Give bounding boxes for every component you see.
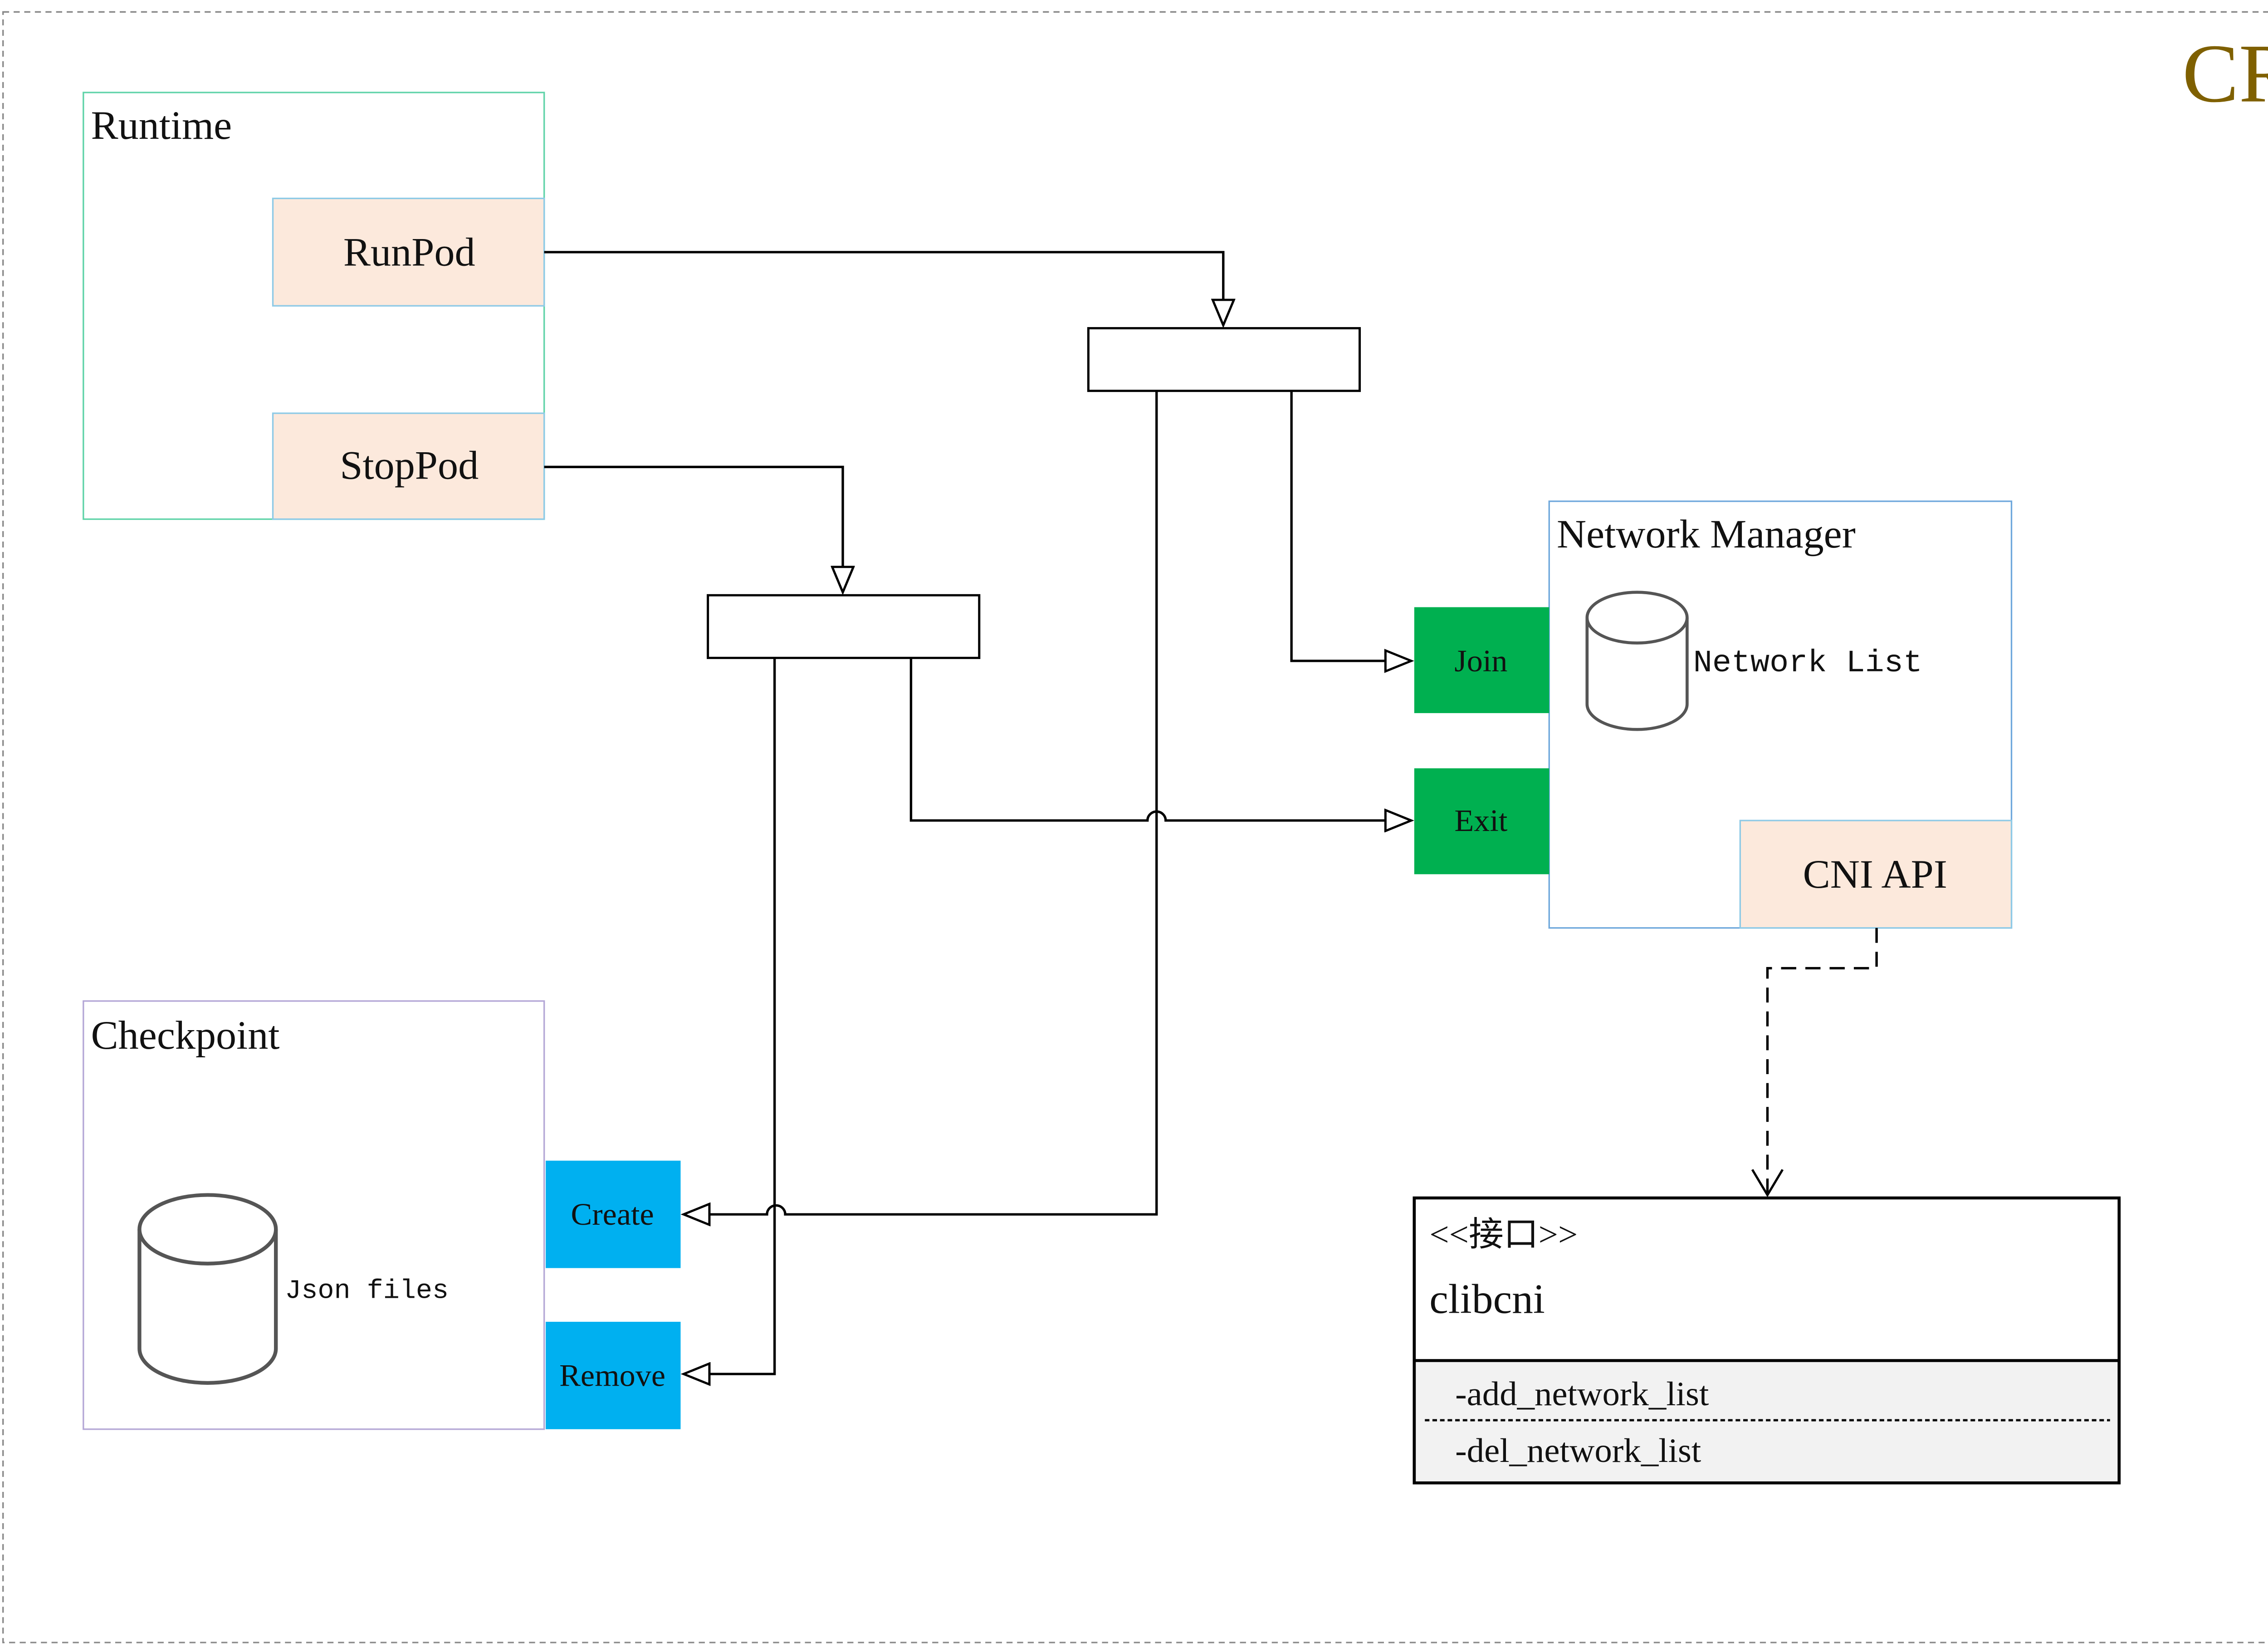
exit-port — [1414, 768, 1549, 875]
join-port — [1414, 607, 1549, 714]
remove-connector — [684, 658, 776, 1374]
join-connector — [1290, 391, 1411, 661]
remove-label: Remove — [559, 1359, 665, 1393]
cni-api-method — [1739, 820, 2013, 929]
stop-pod-junction — [707, 594, 981, 659]
exit-label: Exit — [1454, 803, 1507, 838]
clibcni-stereotype: <<接口>> — [1429, 1216, 1578, 1253]
network-list-database-icon — [1585, 591, 1689, 731]
run-pod-junction — [1087, 327, 1361, 392]
clibcni-name: clibcni — [1429, 1276, 1545, 1322]
json-files-label: Json files — [285, 1276, 449, 1306]
cri-label: CRI — [2182, 28, 2268, 120]
runtime-title: Runtime — [91, 103, 232, 148]
network-manager-title: Network Manager — [1557, 512, 1856, 557]
clibcni-method: -add_network_list — [1455, 1375, 1709, 1413]
stop-pod-label: StopPod — [340, 443, 479, 488]
json-files-database-icon — [137, 1193, 278, 1385]
network-list-label: Network List — [1693, 645, 1922, 680]
cni-dependency-connector — [1751, 928, 1878, 1197]
checkpoint-title: Checkpoint — [91, 1013, 280, 1058]
clibcni-interface: <<接口>> clibcni -add_network_list -del_ne… — [1413, 1196, 2121, 1485]
create-connector — [684, 391, 1158, 1214]
stop-pod-method — [272, 412, 545, 520]
run-pod-label: RunPod — [343, 230, 475, 274]
network-manager-component: Network Manager Network List CNI API Joi… — [1414, 500, 2013, 929]
cni-api-label: CNI API — [1803, 852, 1947, 897]
join-label: Join — [1454, 644, 1507, 679]
remove-port — [546, 1322, 681, 1429]
runtime-component: Runtime RunPod StopPod — [83, 92, 545, 520]
clibcni-method: -del_network_list — [1455, 1432, 1701, 1470]
cri-frame — [2, 11, 2268, 1643]
create-port — [546, 1160, 681, 1268]
run-pod-method — [272, 197, 545, 307]
create-label: Create — [571, 1197, 654, 1232]
exit-connector — [909, 658, 1411, 820]
checkpoint-component: Checkpoint Json files Create Remove — [83, 1000, 681, 1430]
stoppod-connector — [544, 465, 843, 592]
runpod-connector — [544, 251, 1223, 325]
